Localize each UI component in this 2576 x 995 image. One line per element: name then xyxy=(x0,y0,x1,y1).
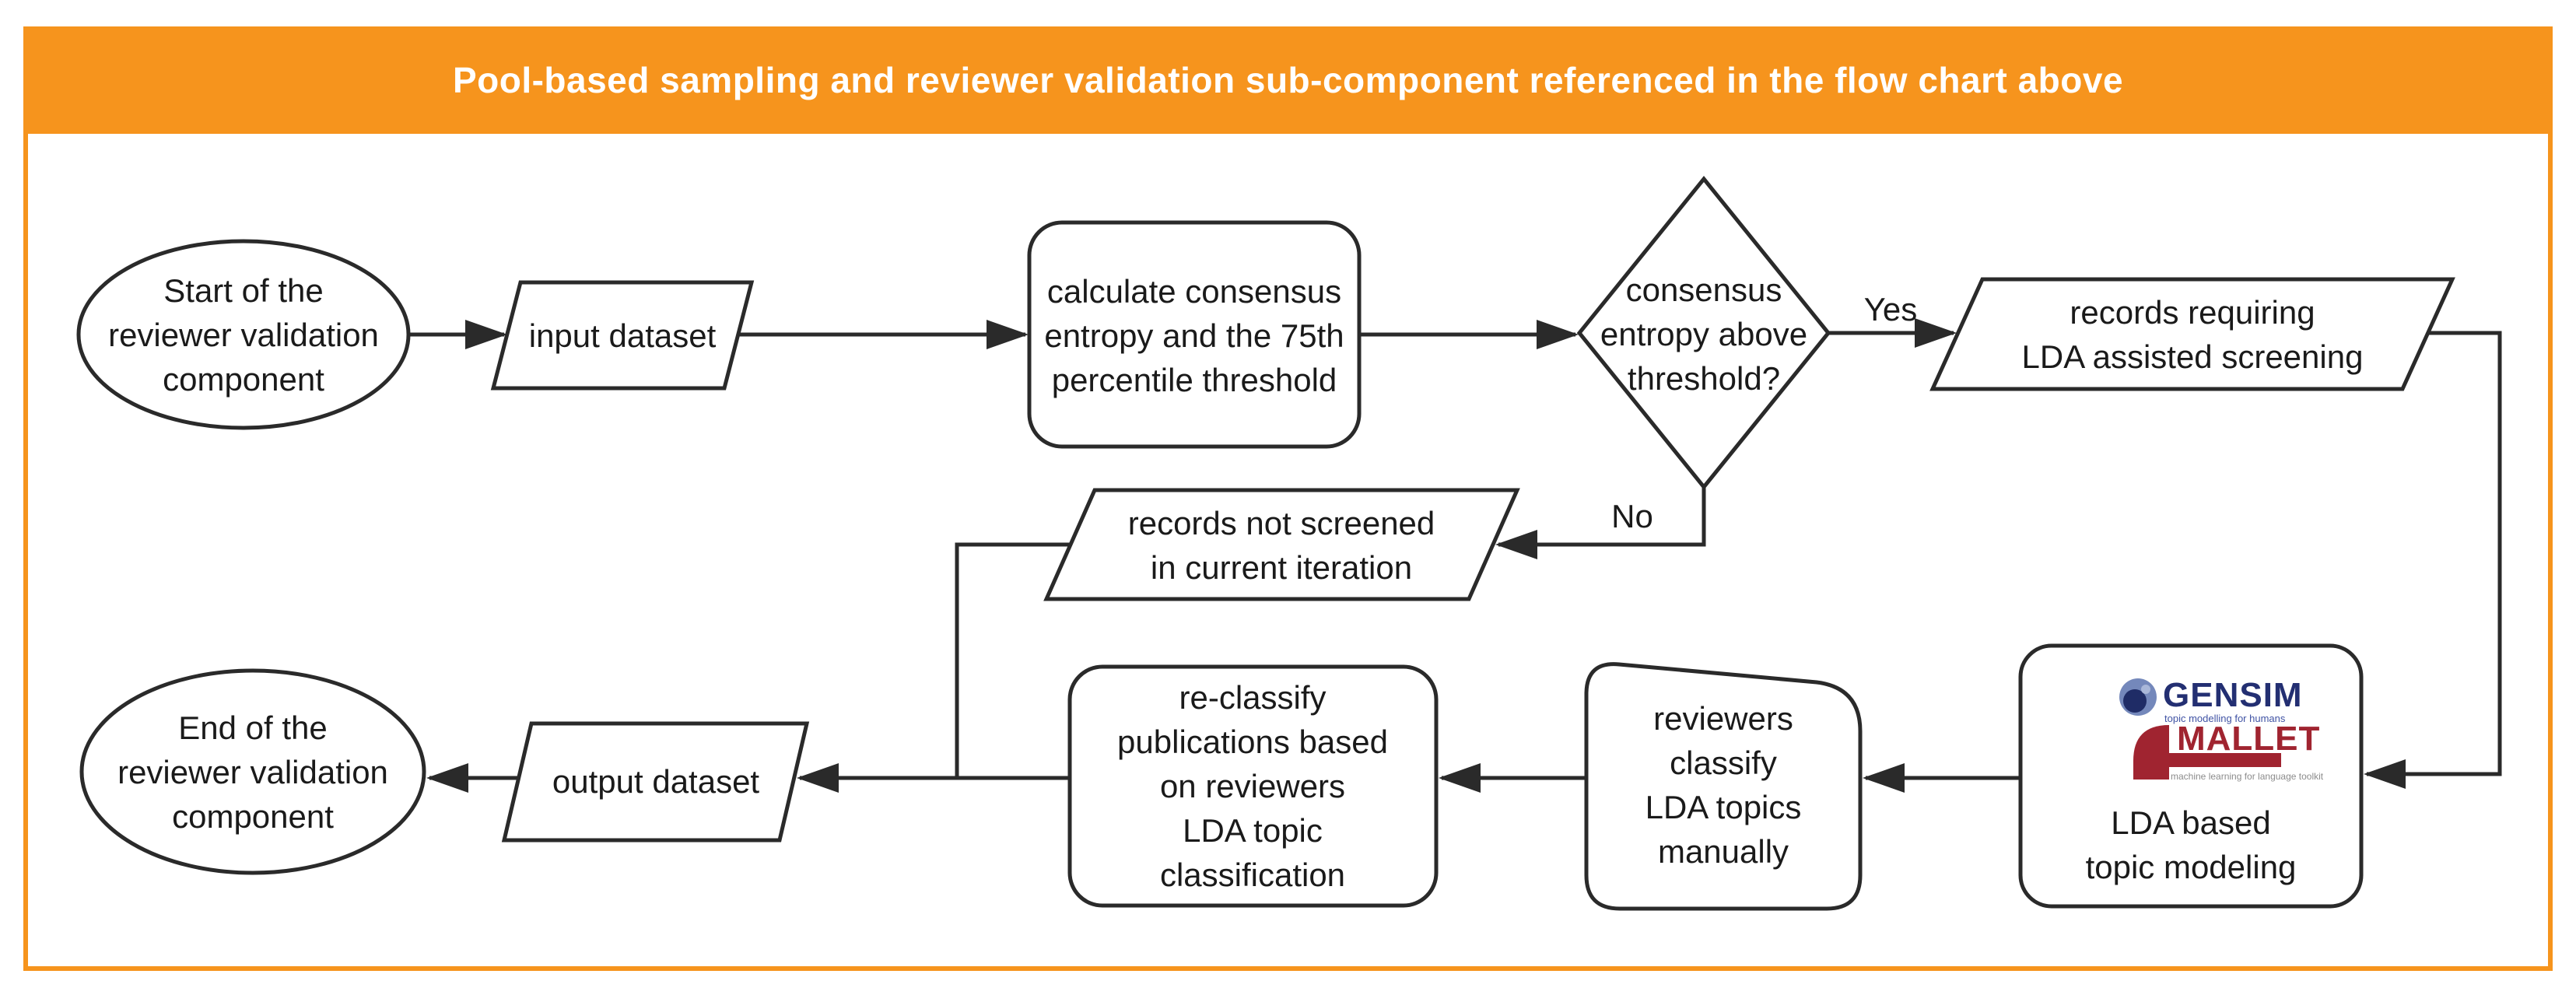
calc-entropy-node: calculate consensus entropy and the 75th… xyxy=(1027,220,1362,449)
records-not-screened-parallelogram xyxy=(1043,488,1520,601)
end-line3: component xyxy=(172,798,334,835)
calc-line3: percentile threshold xyxy=(1052,362,1337,398)
mallet-tagline: machine learning for language toolkit xyxy=(2171,771,2324,782)
no-label: No xyxy=(1611,498,1653,534)
yes-label: Yes xyxy=(1864,291,1918,328)
records-not-screened-node: records not screened in current iteratio… xyxy=(1043,488,1520,601)
entropy-decision-node: consensus entropy above threshold? xyxy=(1576,176,1831,490)
diagram-title: Pool-based sampling and reviewer validat… xyxy=(452,60,2124,100)
reviewers-line4: manually xyxy=(1658,833,1789,870)
input-dataset-label: input dataset xyxy=(529,317,717,354)
reclassify-line2: publications based xyxy=(1117,723,1388,760)
end-ellipse xyxy=(79,668,426,875)
start-node: Start of the reviewer validation compone… xyxy=(76,239,411,430)
reclassify-line1: re-classify xyxy=(1179,679,1326,716)
calc-line2: entropy and the 75th xyxy=(1044,317,1344,354)
output-dataset-parallelogram xyxy=(501,721,810,843)
decision-diamond xyxy=(1576,176,1831,490)
edge-records-to-lda xyxy=(2364,331,2502,789)
reclassify-box xyxy=(1067,664,1439,908)
decision-line1: consensus xyxy=(1626,272,1782,308)
records-not-screened-line2: in current iteration xyxy=(1151,549,1412,586)
mallet-wordmark: MALLET xyxy=(2177,720,2320,758)
reviewers-line1: reviewers xyxy=(1653,700,1793,737)
edge-decision-no xyxy=(1495,487,1706,559)
reviewers-classify-node: reviewers classify LDA topics manually xyxy=(1584,662,1863,911)
lda-line2: topic modeling xyxy=(2086,849,2297,885)
gensim-tagline: topic modelling for humans xyxy=(2164,713,2286,724)
records-requiring-node: records requiring LDA assisted screening xyxy=(1929,277,2455,391)
decision-line3: threshold? xyxy=(1628,360,1780,397)
end-node: End of the reviewer validation component xyxy=(79,668,426,875)
end-line1: End of the xyxy=(178,709,327,746)
input-dataset-node: input dataset xyxy=(490,280,755,391)
reclassify-line5: classification xyxy=(1160,857,1345,893)
mallet-glyph xyxy=(2133,725,2169,780)
gensim-circle-inner xyxy=(2123,689,2147,713)
gensim-logo-icon: GENSIM topic modelling for humans xyxy=(2119,676,2303,724)
start-line3: component xyxy=(163,361,324,398)
decision-line2: entropy above xyxy=(1600,316,1807,352)
reclassify-line3: on reviewers xyxy=(1160,768,1345,804)
reclassify-node: re-classify publications based on review… xyxy=(1067,664,1439,908)
edges xyxy=(408,318,2502,793)
calc-line1: calculate consensus xyxy=(1047,273,1341,310)
start-line2: reviewer validation xyxy=(108,317,379,353)
output-dataset-label: output dataset xyxy=(552,763,760,800)
reviewers-line2: classify xyxy=(1670,744,1777,781)
lda-topic-modeling-node: GENSIM topic modelling for humans MALLET… xyxy=(2018,643,2364,909)
records-not-screened-line1: records not screened xyxy=(1128,505,1435,541)
start-line1: Start of the xyxy=(163,272,323,309)
mallet-logo-icon: MALLET machine learning for language too… xyxy=(2133,720,2324,782)
records-requiring-line1: records requiring xyxy=(2070,294,2315,331)
records-requiring-parallelogram xyxy=(1929,277,2455,391)
edge-notscreened-join xyxy=(955,542,1071,778)
gensim-circle-highlight xyxy=(2141,685,2150,694)
calc-entropy-box xyxy=(1027,220,1362,449)
gensim-wordmark: GENSIM xyxy=(2163,676,2303,714)
mallet-bar xyxy=(2169,753,2281,767)
output-dataset-node: output dataset xyxy=(501,721,810,843)
reviewers-classify-shape xyxy=(1584,662,1863,911)
input-dataset-parallelogram xyxy=(490,280,755,391)
end-line2: reviewer validation xyxy=(117,754,388,790)
reclassify-line4: LDA topic xyxy=(1183,812,1323,849)
lda-line1: LDA based xyxy=(2111,804,2271,841)
records-requiring-line2: LDA assisted screening xyxy=(2022,338,2364,375)
lda-box xyxy=(2018,643,2364,909)
start-ellipse xyxy=(76,239,411,430)
reviewers-line3: LDA topics xyxy=(1645,789,1802,825)
diagram-header: Pool-based sampling and reviewer validat… xyxy=(23,26,2553,134)
